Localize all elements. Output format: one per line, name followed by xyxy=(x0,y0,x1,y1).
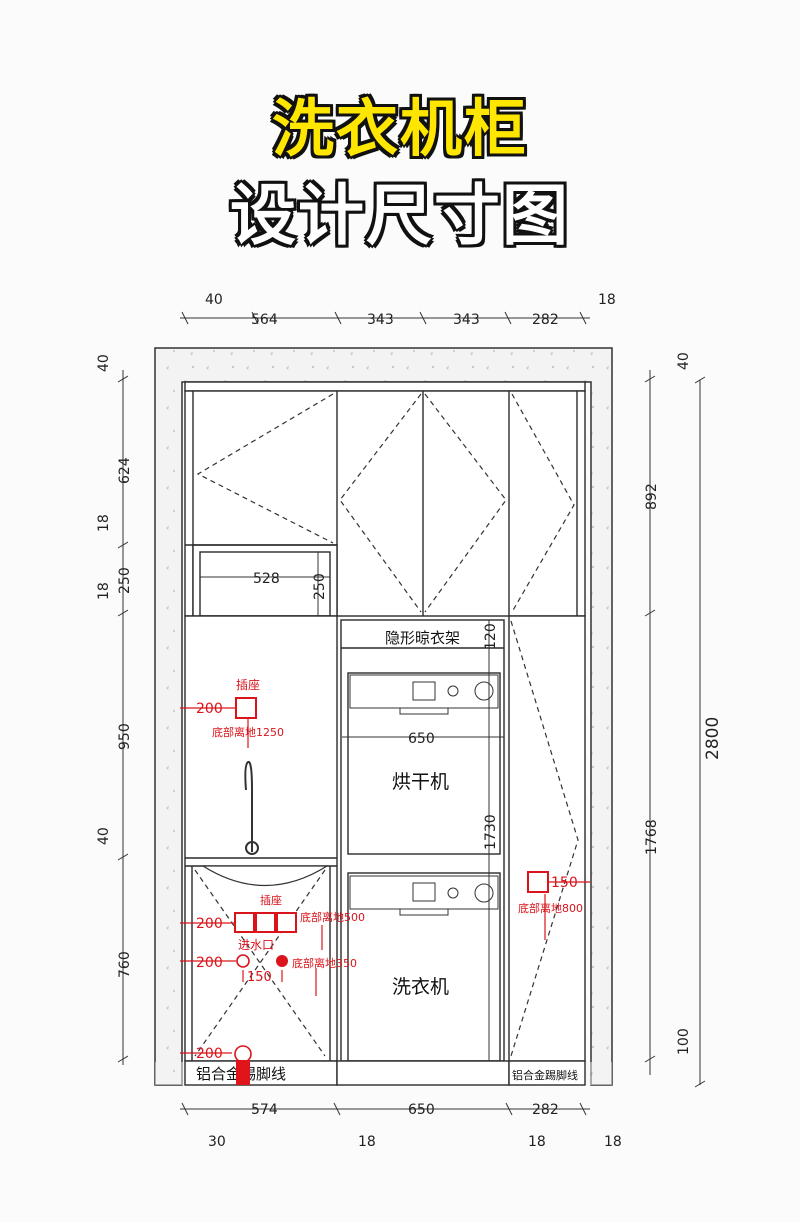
washer-control-panel xyxy=(349,875,499,916)
dim-bottom-18a: 18 xyxy=(358,1134,376,1150)
dim-left-950: 950 xyxy=(117,723,133,750)
title-line-2: 设计尺寸图 xyxy=(230,177,570,254)
faucet-icon xyxy=(244,760,259,855)
dim-top-18: 18 xyxy=(598,292,616,308)
dim-bottom-18b: 18 xyxy=(528,1134,546,1150)
kick-right-label: 铝合金踢脚线 xyxy=(512,1068,578,1082)
dimension-labels: 40 564 343 343 282 18 574 650 282 30 18 … xyxy=(96,292,723,1150)
dim-right-1768: 1768 xyxy=(644,819,660,855)
dim-bottom-30: 30 xyxy=(208,1134,226,1150)
dim-top-343a: 343 xyxy=(367,312,394,328)
socket-right-offset: 150 xyxy=(551,875,578,891)
socket-right-height: 底部离地800 xyxy=(518,901,583,915)
socket-mid-icon-3 xyxy=(276,912,297,933)
dim-left-624: 624 xyxy=(117,457,133,484)
cabinet-outlines xyxy=(184,381,586,1086)
door-swing-lines xyxy=(194,393,579,1057)
water-height: 底部离地350 xyxy=(292,956,357,970)
socket-mid-icon-1 xyxy=(234,912,255,933)
hidden-rack-label: 隐形晾衣架 xyxy=(385,629,460,647)
socket-mid-label: 插座 xyxy=(260,893,282,907)
dim-top-282: 282 xyxy=(532,312,559,328)
dim-top-40: 40 xyxy=(205,292,223,308)
sink-basin xyxy=(200,865,330,887)
drain-icon xyxy=(234,1045,252,1063)
dim-right-100: 100 xyxy=(676,1028,692,1055)
socket-top-label: 插座 xyxy=(236,677,260,692)
dim-bottom-282: 282 xyxy=(532,1102,559,1118)
dim-bottom-18c: 18 xyxy=(604,1134,622,1150)
water-inlet-icon xyxy=(236,954,250,968)
drain-pipe-marker xyxy=(236,1060,250,1085)
dim-right-892: 892 xyxy=(644,483,660,510)
washer-label: 洗衣机 xyxy=(392,976,449,998)
dimension-lines xyxy=(117,311,706,1116)
dim-left-760: 760 xyxy=(117,951,133,978)
dim-left-40b: 40 xyxy=(96,827,112,845)
socket-mid-height: 底部离地500 xyxy=(300,910,365,924)
socket-mid-offset: 200 xyxy=(196,916,223,932)
dim-hanger-gap: 120 xyxy=(483,623,499,650)
dim-niche-width: 528 xyxy=(253,571,280,587)
dryer-label: 烘干机 xyxy=(392,771,449,793)
dim-right-2800: 2800 xyxy=(703,717,723,760)
dim-top-564: 564 xyxy=(251,312,278,328)
drain-offset: 200 xyxy=(196,1046,223,1062)
dim-bottom-574: 574 xyxy=(251,1102,278,1118)
title-line-1: 洗衣机柜 xyxy=(271,92,528,165)
socket-top-icon xyxy=(235,697,257,719)
dim-top-343b: 343 xyxy=(453,312,480,328)
dim-tower-height: 1730 xyxy=(483,814,499,850)
water-offset: 200 xyxy=(196,955,223,971)
socket-mid-icon-2 xyxy=(255,912,276,933)
dim-right-40: 40 xyxy=(676,352,692,370)
dim-left-18a: 18 xyxy=(96,514,112,532)
outlet-icons xyxy=(234,697,549,1085)
dim-bottom-650: 650 xyxy=(408,1102,435,1118)
water-inlet-hot-icon xyxy=(276,955,288,967)
red-annotations: 插座 200 底部离地1250 插座 200 底部离地500 进水口 200 1… xyxy=(196,677,583,1062)
dim-appliance-width: 650 xyxy=(408,731,435,747)
water-gap: 150 xyxy=(247,970,272,985)
dryer-control-panel xyxy=(349,674,499,715)
socket-top-offset: 200 xyxy=(196,701,223,717)
dim-left-18b: 18 xyxy=(96,582,112,600)
dim-left-250: 250 xyxy=(117,567,133,594)
dim-left-40a: 40 xyxy=(96,354,112,372)
socket-right-icon xyxy=(527,871,549,893)
dim-niche-height: 250 xyxy=(312,573,328,600)
water-inlet-label: 进水口 xyxy=(238,938,274,952)
